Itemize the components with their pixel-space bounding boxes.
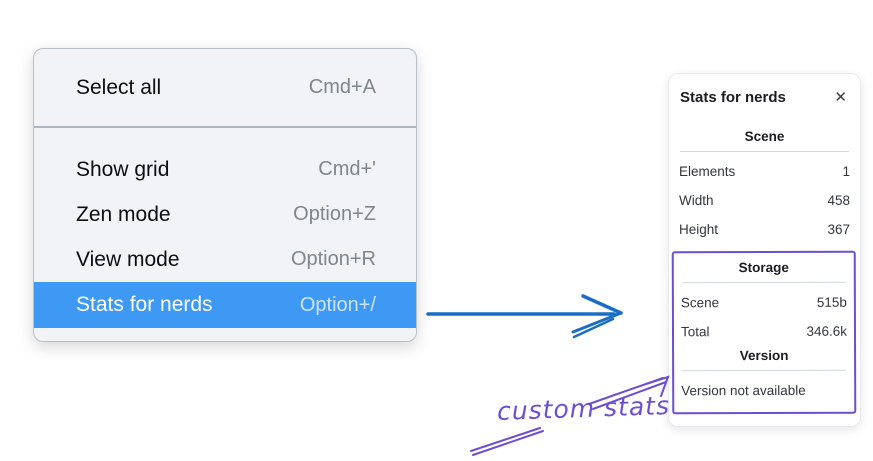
- stat-value: 367: [827, 222, 850, 237]
- stat-value: 1: [842, 164, 850, 179]
- close-icon[interactable]: ✕: [834, 89, 847, 106]
- stat-value: 458: [827, 193, 850, 208]
- stat-label: Height: [679, 222, 719, 237]
- menu-item-show-grid[interactable]: Show grid Cmd+': [34, 147, 416, 192]
- section-heading-scene: Scene: [744, 129, 785, 144]
- stat-row-elements: Elements 1: [679, 162, 850, 181]
- annotation-underline-stroke: [470, 427, 544, 456]
- context-menu: Select all Cmd+A Show grid Cmd+' Zen mod…: [33, 48, 417, 342]
- stats-panel: Stats for nerds ✕ Scene Elements 1 Width…: [668, 73, 861, 427]
- section-divider: [682, 369, 847, 372]
- stat-label: Width: [679, 193, 714, 208]
- menu-item-view-mode[interactable]: View mode Option+R: [34, 237, 416, 282]
- stats-panel-title: Stats for nerds: [680, 89, 786, 106]
- version-note: Version not available: [681, 382, 806, 399]
- stat-value: 515b: [816, 294, 847, 310]
- stat-label: Elements: [679, 164, 736, 179]
- menu-item-label: Zen mode: [76, 202, 171, 226]
- menu-item-label: View mode: [76, 247, 180, 271]
- section-heading-version: Version: [739, 347, 789, 364]
- custom-stats-annotation-text: custom stats: [496, 390, 671, 427]
- section-divider: [680, 151, 849, 152]
- blue-arrow: [426, 294, 623, 339]
- menu-item-shortcut: Cmd+': [318, 158, 376, 180]
- stat-row-scene-storage: Scene 515b: [681, 293, 847, 313]
- section-divider: [681, 281, 846, 284]
- menu-item-shortcut: Option+/: [299, 293, 376, 316]
- menu-item-stats-for-nerds[interactable]: Stats for nerds Option+/: [34, 282, 416, 328]
- stat-row-height: Height 367: [679, 220, 850, 239]
- stat-label: Scene: [680, 295, 720, 311]
- stats-panel-header: Stats for nerds ✕: [679, 88, 850, 107]
- menu-item-zen-mode[interactable]: Zen mode Option+Z: [34, 192, 416, 237]
- custom-stats-highlight-box: Storage Scene 515b Total 346.6k Version …: [671, 250, 857, 415]
- section-heading-storage: Storage: [738, 259, 789, 276]
- menu-item-shortcut: Option+Z: [293, 203, 376, 225]
- menu-item-shortcut: Cmd+A: [308, 76, 376, 98]
- menu-item-shortcut: Option+R: [290, 248, 376, 270]
- menu-item-label: Stats for nerds: [76, 293, 213, 316]
- stat-row-total-storage: Total 346.6k: [681, 322, 847, 342]
- menu-item-select-all[interactable]: Select all Cmd+A: [34, 65, 416, 110]
- stat-row-width: Width 458: [679, 191, 850, 210]
- stat-label: Total: [680, 324, 710, 340]
- stat-value: 346.6k: [806, 323, 848, 339]
- menu-item-label: Select all: [76, 75, 162, 99]
- menu-item-label: Show grid: [76, 157, 170, 181]
- menu-separator: [34, 126, 416, 128]
